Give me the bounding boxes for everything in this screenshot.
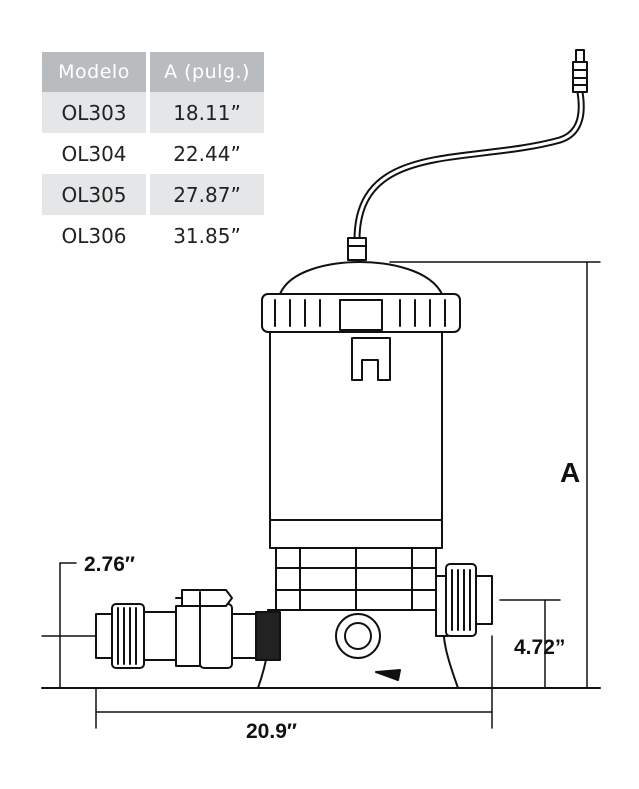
model-cell: OL304 [61, 141, 127, 166]
table-row: OL306 31.85” [42, 215, 264, 256]
outlet-height-label: 4.72” [514, 636, 565, 659]
base [257, 547, 459, 689]
header-model: Modelo [42, 52, 146, 92]
table-row: OL305 27.87” [42, 174, 264, 215]
inlet-ball-valve [95, 589, 281, 669]
inlet-height-label: 2.76″ [84, 553, 135, 576]
body-cylinder [269, 331, 443, 549]
dimension-inlet-line [41, 562, 97, 689]
dimension-a-cell: 31.85” [146, 215, 264, 256]
dimension-width-line [95, 635, 493, 729]
dimension-a-cell: 22.44” [146, 133, 264, 174]
dimension-a-cell: 18.11” [146, 92, 264, 133]
dimension-a-cell: 27.87” [146, 174, 264, 215]
outlet-fitting [435, 563, 493, 637]
model-cell: OL306 [61, 223, 127, 248]
unit-height-label: A [560, 457, 580, 488]
model-cell: OL305 [42, 174, 146, 215]
model-dimension-table: Modelo A (pulg.) OL303 18.11” OL304 22.4… [42, 52, 264, 256]
header-dimension-a: A (pulg.) [146, 52, 264, 92]
table-row: OL303 18.11” [42, 92, 264, 133]
model-cell: OL303 [42, 92, 146, 133]
hose-assembly [347, 49, 588, 261]
lid [261, 261, 461, 333]
dimension-outlet-line [499, 599, 561, 689]
table-header-row: Modelo A (pulg.) [42, 52, 264, 92]
total-width-label: 20.9″ [246, 720, 297, 743]
dimension-a-line [389, 261, 601, 689]
table-row: OL304 22.44” [42, 133, 264, 174]
